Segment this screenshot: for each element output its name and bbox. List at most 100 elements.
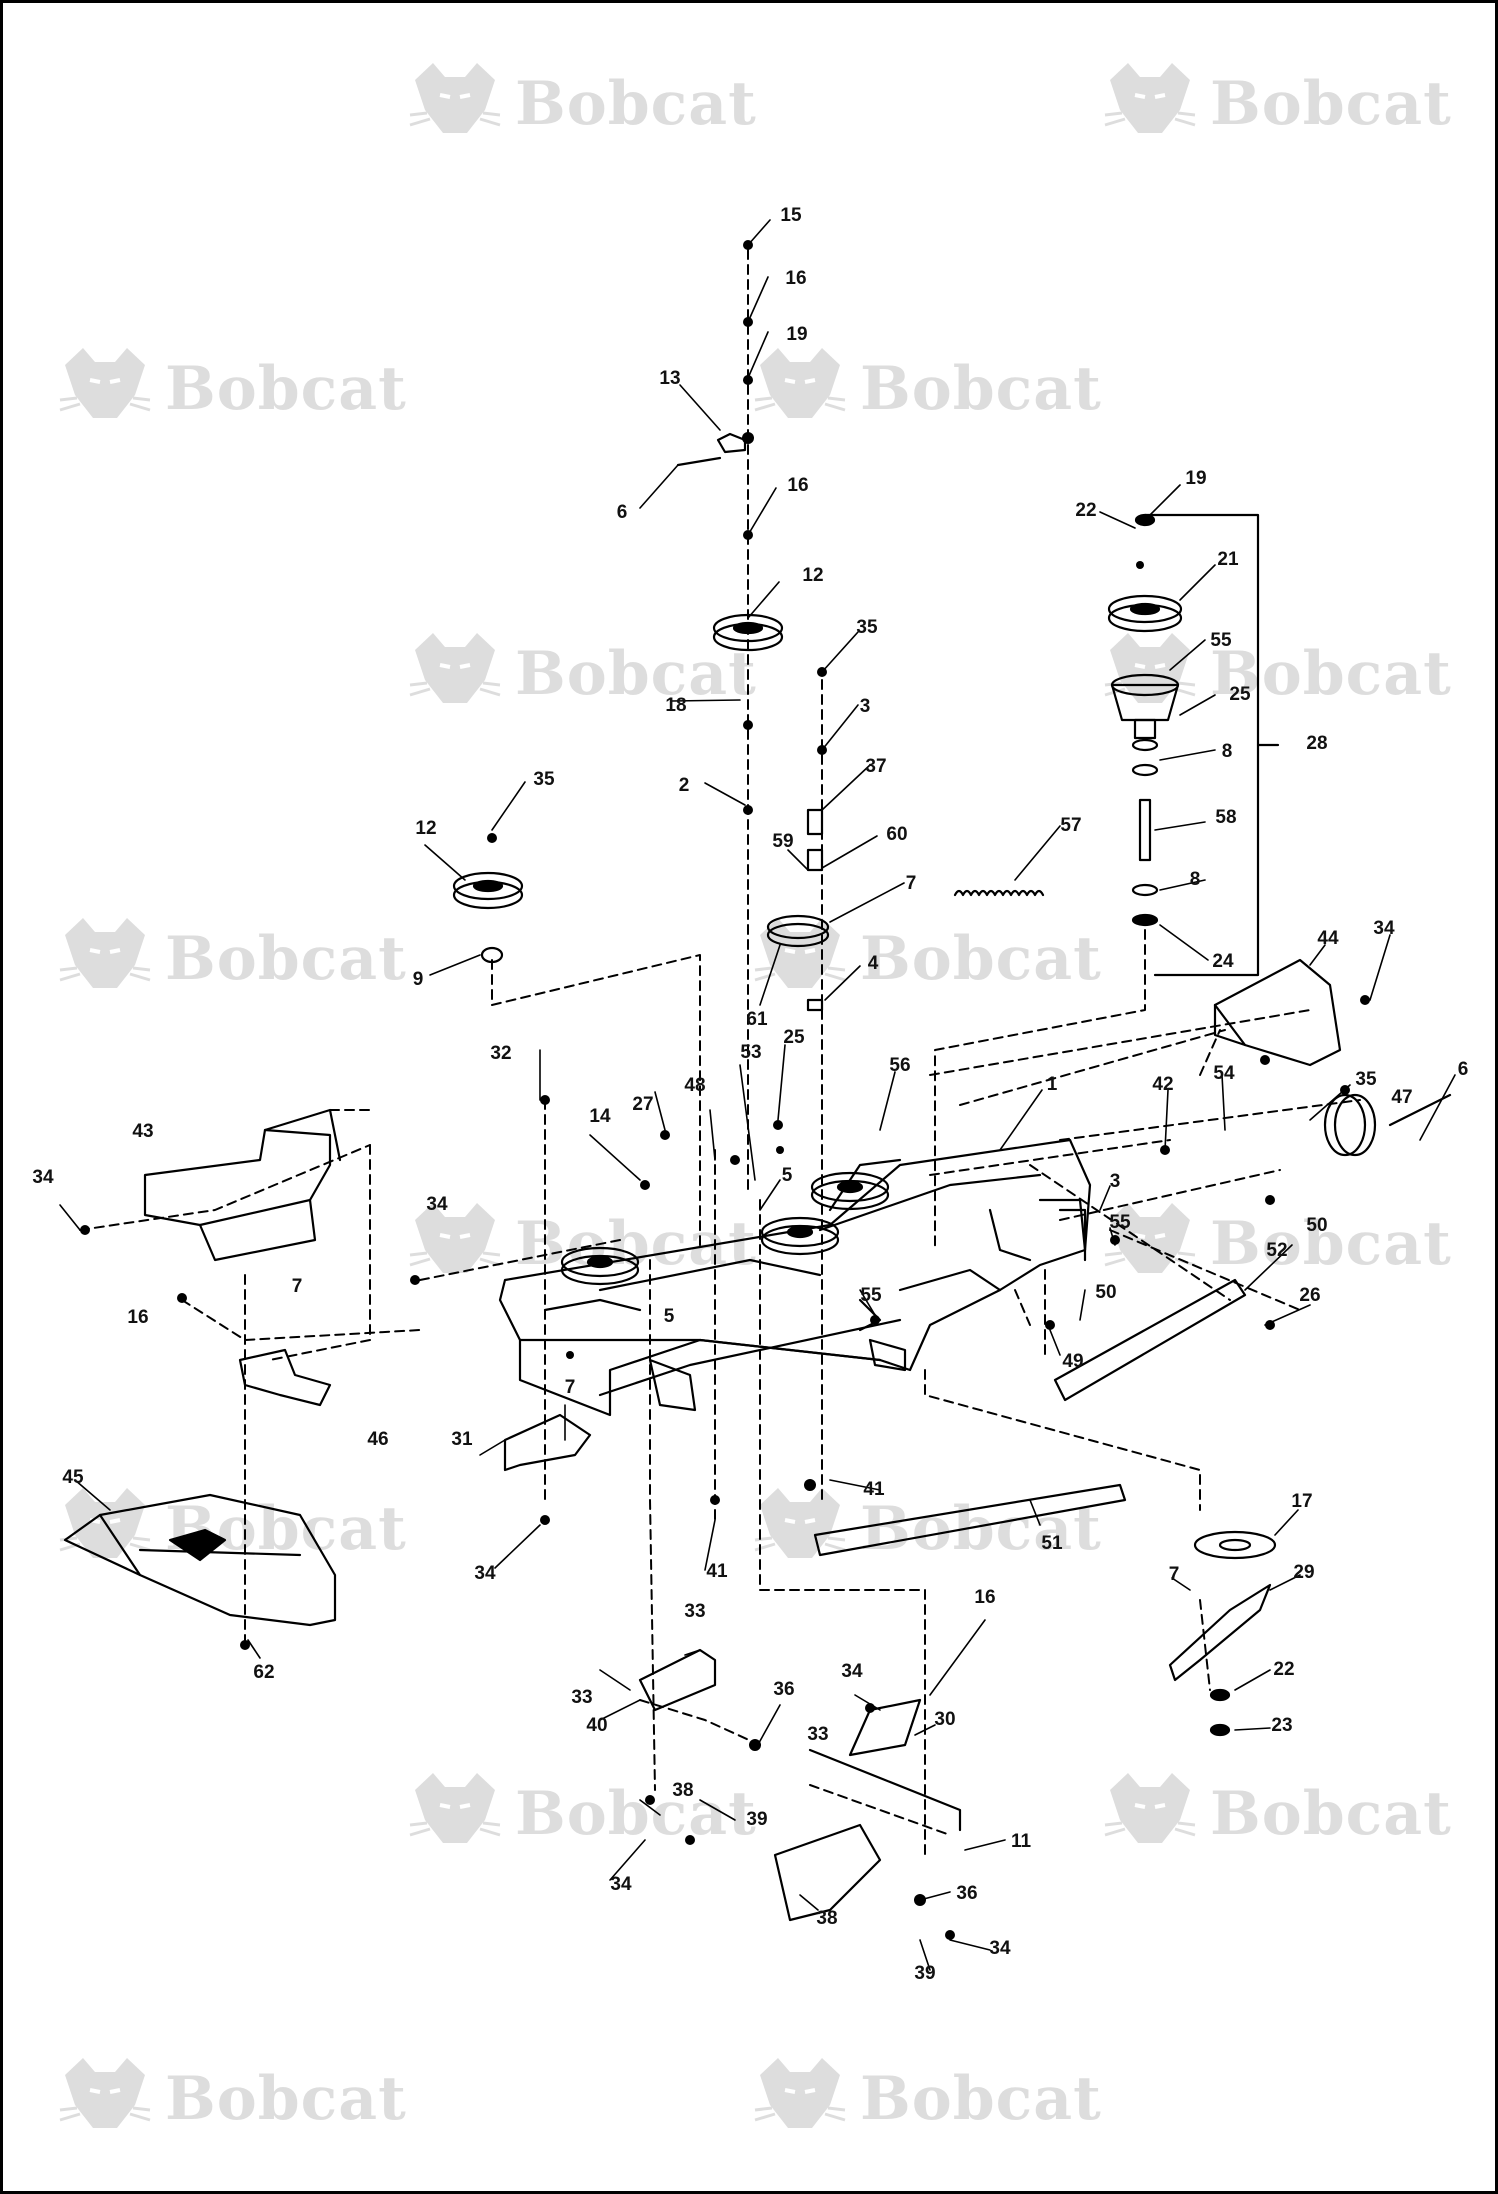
part-callout-7: 7 [564, 1377, 576, 1398]
part-callout-33: 33 [571, 1687, 593, 1708]
part-callout-25: 25 [1229, 684, 1251, 705]
part-callout-16: 16 [785, 268, 807, 289]
part-callout-17: 17 [1291, 1491, 1313, 1512]
part-callout-61: 61 [746, 1009, 768, 1030]
part-callout-16: 16 [974, 1587, 996, 1608]
part-callout-41: 41 [706, 1561, 728, 1582]
leader-lines [59, 219, 1456, 1971]
part-callout-27: 27 [632, 1094, 654, 1115]
part-callout-46: 46 [367, 1429, 389, 1450]
deck-bracket [503, 1413, 592, 1472]
part-callout-34: 34 [989, 1938, 1011, 1959]
part-callout-8: 8 [1189, 869, 1201, 890]
part-callout-4: 4 [867, 953, 879, 974]
part-callout-19: 19 [786, 324, 808, 345]
part-callout-50: 50 [1306, 1215, 1328, 1236]
part-callout-6: 6 [1457, 1059, 1469, 1080]
part-callout-37: 37 [865, 756, 887, 777]
part-callout-60: 60 [886, 824, 908, 845]
part-callout-12: 12 [415, 818, 437, 839]
part-callout-22: 22 [1075, 500, 1097, 521]
part-callout-14: 14 [589, 1106, 611, 1127]
part-callout-7: 7 [291, 1276, 303, 1297]
part-callout-9: 9 [412, 969, 424, 990]
spindle-assembly-right [1107, 513, 1280, 977]
part-callout-34: 34 [426, 1194, 448, 1215]
mower-blade-assembly [1168, 1530, 1277, 1737]
part-callout-2: 2 [678, 775, 690, 796]
assembly-dashed-lines [79, 249, 1361, 1861]
part-callout-21: 21 [1217, 549, 1239, 570]
part-callout-56: 56 [889, 1055, 911, 1076]
part-callout-62: 62 [253, 1662, 275, 1683]
gauge-wheel [1323, 1093, 1452, 1157]
part-callout-3: 3 [859, 696, 871, 717]
part-callout-29: 29 [1293, 1562, 1315, 1583]
part-callout-48: 48 [684, 1075, 706, 1096]
part-callout-41: 41 [863, 1479, 885, 1500]
part-callout-34: 34 [841, 1661, 863, 1682]
part-callout-36: 36 [773, 1679, 795, 1700]
part-callout-44: 44 [1317, 928, 1339, 949]
part-callout-55: 55 [1109, 1212, 1131, 1233]
part-callout-8: 8 [1221, 741, 1233, 762]
part-callout-15: 15 [780, 205, 802, 226]
part-callout-30: 30 [934, 1709, 956, 1730]
part-callout-34: 34 [610, 1874, 632, 1895]
part-callout-50: 50 [1095, 1282, 1117, 1303]
part-callout-38: 38 [672, 1780, 694, 1801]
part-callout-51: 51 [1041, 1533, 1063, 1554]
part-callout-11: 11 [1010, 1831, 1032, 1852]
part-callout-35: 35 [856, 617, 878, 638]
part-callout-43: 43 [132, 1121, 154, 1142]
part-callout-34: 34 [32, 1167, 54, 1188]
part-callout-58: 58 [1215, 807, 1237, 828]
deflector-bracket [238, 1348, 332, 1407]
part-callout-24: 24 [1212, 951, 1234, 972]
part-callout-47: 47 [1391, 1087, 1413, 1108]
part-callout-39: 39 [746, 1809, 768, 1830]
deck-spindle-pulleys [560, 1171, 890, 1286]
part-callout-5: 5 [781, 1165, 793, 1186]
part-callout-33: 33 [807, 1724, 829, 1745]
part-callout-35: 35 [1355, 1069, 1377, 1090]
part-callout-42: 42 [1152, 1074, 1174, 1095]
part-callout-7: 7 [1168, 1564, 1180, 1585]
part-callout-53: 53 [740, 1042, 762, 1063]
part-callout-12: 12 [802, 565, 824, 586]
part-callout-5: 5 [663, 1306, 675, 1327]
part-callout-7: 7 [905, 873, 917, 894]
part-callout-34: 34 [1373, 918, 1395, 939]
part-callout-55: 55 [860, 1285, 882, 1306]
part-callout-35: 35 [533, 769, 555, 790]
part-callout-49: 49 [1062, 1351, 1084, 1372]
part-callout-45: 45 [62, 1467, 84, 1488]
part-callout-40: 40 [586, 1715, 608, 1736]
part-callout-57: 57 [1060, 815, 1082, 836]
part-callout-34: 34 [474, 1563, 496, 1584]
anti-scalp-brackets [638, 1648, 962, 1922]
part-callout-31: 31 [451, 1429, 473, 1450]
part-callout-55: 55 [1210, 630, 1232, 651]
part-callout-28: 28 [1306, 733, 1328, 754]
part-callout-26: 26 [1299, 1285, 1321, 1306]
part-callout-19: 19 [1185, 468, 1207, 489]
part-callout-22: 22 [1273, 1659, 1295, 1680]
mower-deck-housing [498, 1138, 1092, 1417]
part-callout-52: 52 [1266, 1240, 1288, 1261]
part-callout-39: 39 [914, 1963, 936, 1984]
hardware-fasteners [80, 240, 1370, 1940]
part-callout-59: 59 [772, 831, 794, 852]
part-callout-38: 38 [816, 1908, 838, 1929]
part-callout-54: 54 [1213, 1063, 1235, 1084]
part-callout-6: 6 [616, 502, 628, 523]
part-callout-33: 33 [684, 1601, 706, 1622]
idler-pulley-left [452, 871, 524, 964]
discharge-deflector [63, 1493, 337, 1627]
part-callout-32: 32 [490, 1043, 512, 1064]
part-callout-1: 1 [1046, 1074, 1058, 1095]
part-callout-16: 16 [787, 475, 809, 496]
